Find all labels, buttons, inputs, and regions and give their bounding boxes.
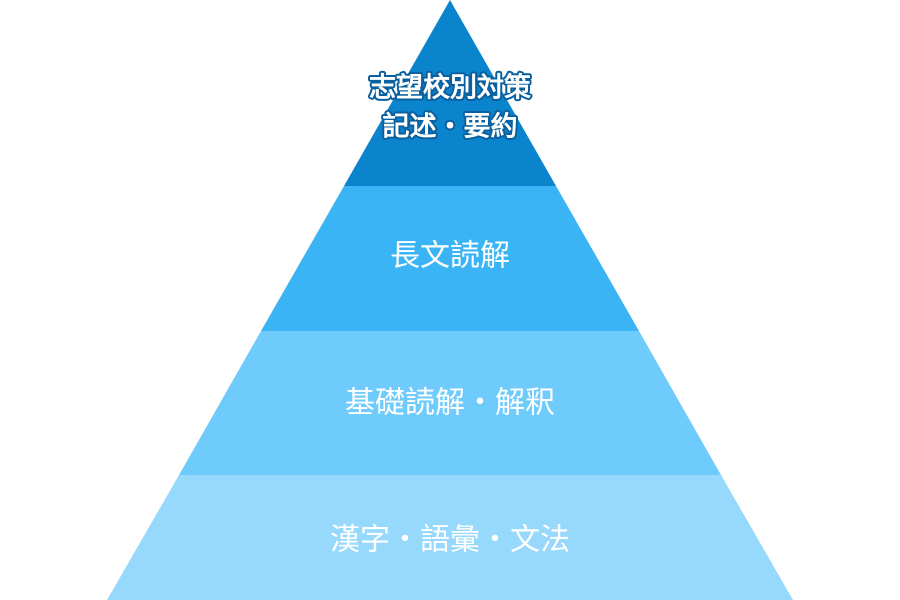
tier-1-label-line-1: 志望校別対策: [369, 72, 532, 104]
tier-2-shape: [261, 186, 639, 331]
tier-1-shape: [344, 0, 556, 186]
tier-4-label: 漢字・語彙・文法: [330, 523, 570, 558]
tier-3-shape: [179, 331, 721, 475]
tier-3-label: 基礎読解・解釈: [345, 386, 555, 421]
tier-2-label: 長文読解: [390, 239, 510, 274]
tier-1-label-line-2: 記述・要約: [383, 111, 518, 143]
tier-4-shape: [107, 475, 793, 600]
